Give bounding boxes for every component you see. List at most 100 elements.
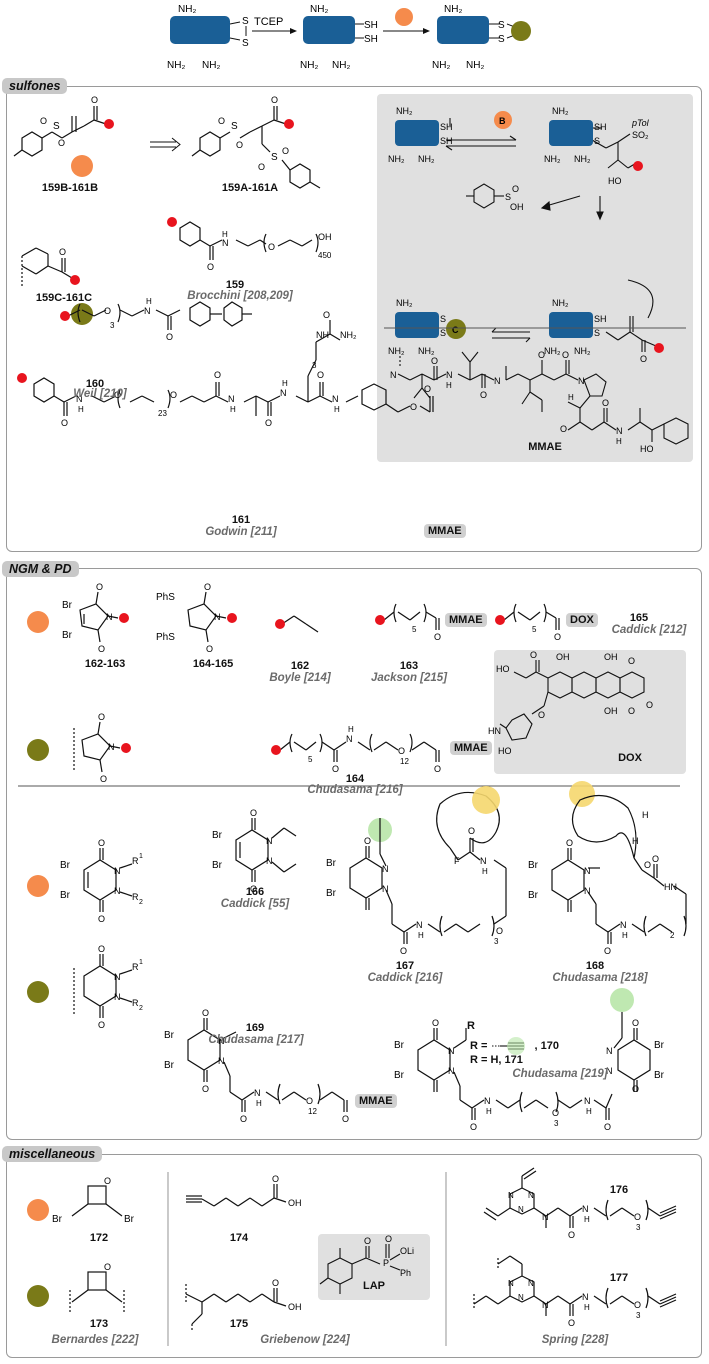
compound-label-162-163: 162-163: [84, 658, 126, 670]
svg-text:Br: Br: [164, 1060, 175, 1071]
compound-label-167: 167: [395, 960, 415, 972]
svg-text:1: 1: [139, 853, 143, 860]
svg-text:O: O: [323, 310, 330, 320]
svg-text:N: N: [106, 612, 113, 622]
svg-text:O: O: [568, 1318, 575, 1328]
reference-166: Caddick [55]: [220, 898, 290, 910]
svg-text:N: N: [144, 306, 151, 316]
svg-text:HN: HN: [488, 726, 501, 736]
svg-text:Br: Br: [124, 1214, 135, 1225]
svg-text:N: N: [390, 370, 397, 380]
svg-text:O: O: [431, 356, 438, 366]
svg-text:O: O: [512, 184, 519, 194]
svg-text:H: H: [418, 931, 424, 940]
svg-text:O: O: [59, 247, 66, 257]
dox-box: [494, 650, 686, 774]
dox-label: DOX: [618, 752, 642, 764]
svg-text:O: O: [218, 116, 225, 126]
ngm-pd-section: [6, 568, 702, 1140]
svg-text:O: O: [480, 390, 487, 400]
svg-text:N: N: [114, 992, 121, 1002]
svg-text:450: 450: [318, 251, 332, 260]
svg-text:S: S: [505, 192, 511, 202]
svg-text:N: N: [494, 376, 501, 386]
mmae-tag: MMAE: [355, 1094, 397, 1108]
svg-text:2: 2: [139, 1005, 143, 1012]
svg-text:NH₂: NH₂: [432, 60, 450, 71]
svg-text:12: 12: [308, 1107, 317, 1116]
svg-text:O: O: [538, 710, 545, 720]
svg-text:OH: OH: [510, 202, 524, 212]
svg-text:O: O: [272, 1278, 279, 1288]
svg-text:Br: Br: [326, 858, 337, 869]
reference-169: Chudasama [217]: [208, 1034, 304, 1046]
svg-text:N: N: [508, 1279, 514, 1288]
svg-text:O: O: [332, 764, 339, 774]
svg-text:HO: HO: [608, 176, 622, 186]
svg-text:12: 12: [400, 757, 409, 766]
svg-text:Br: Br: [164, 1030, 175, 1041]
svg-text:N: N: [606, 1046, 613, 1056]
olive-product-dot: [511, 21, 531, 41]
svg-text:N: N: [76, 394, 83, 404]
svg-text:Br: Br: [394, 1070, 405, 1081]
svg-text:S: S: [498, 34, 505, 45]
nh2-label: NH₂: [178, 4, 196, 15]
compound-label-159: 159: [225, 279, 245, 291]
svg-text:O: O: [496, 926, 503, 936]
svg-text:HO: HO: [498, 746, 512, 756]
svg-text:N: N: [542, 1212, 549, 1222]
svg-text:23: 23: [158, 409, 167, 418]
compound-label-162: 162: [290, 660, 310, 672]
compound-label-165: 165: [629, 612, 649, 624]
svg-text:Br: Br: [62, 630, 73, 641]
svg-text:O: O: [602, 398, 609, 408]
svg-text:N: N: [114, 886, 121, 896]
nh2-label: NH₂: [167, 60, 185, 71]
svg-text:1: 1: [139, 959, 143, 966]
reference-168: Chudasama [218]: [552, 972, 648, 984]
svg-text:O: O: [104, 306, 111, 316]
reference-177: Spring [228]: [541, 1334, 609, 1346]
svg-text:SH: SH: [364, 34, 378, 45]
svg-text:O: O: [317, 370, 324, 380]
svg-text:N: N: [582, 1204, 589, 1214]
reagent-tcep: TCEP: [254, 16, 283, 28]
svg-text:O: O: [652, 854, 659, 864]
svg-text:N: N: [484, 1096, 491, 1106]
svg-text:O: O: [250, 884, 257, 894]
svg-text:NH₂: NH₂: [574, 346, 591, 356]
svg-text:NH₂: NH₂: [444, 4, 462, 15]
svg-text:OH: OH: [288, 1302, 302, 1312]
svg-text:N: N: [332, 394, 339, 404]
compound-label-174: 174: [229, 1232, 249, 1244]
svg-text:O: O: [272, 1174, 279, 1184]
svg-text:H: H: [482, 867, 488, 876]
svg-text:O: O: [604, 1122, 611, 1132]
s-label: S: [242, 38, 249, 49]
svg-text:Br: Br: [60, 890, 71, 901]
svg-text:NH₂: NH₂: [332, 60, 350, 71]
svg-text:O: O: [530, 650, 537, 660]
svg-text:N: N: [508, 1191, 514, 1200]
svg-text:H: H: [642, 810, 649, 820]
svg-text:N: N: [584, 886, 591, 896]
svg-text:N: N: [382, 864, 389, 874]
svg-text:O: O: [628, 706, 635, 716]
compound-label-159a-161a: 159A-161A: [221, 182, 279, 194]
svg-text:N: N: [218, 1056, 225, 1066]
svg-text:NH₂: NH₂: [552, 298, 569, 308]
svg-text:Br: Br: [654, 1070, 665, 1081]
reference-160: Weil [210]: [73, 388, 127, 400]
svg-text:NH₂: NH₂: [418, 346, 435, 356]
compound-label-169: 169: [245, 1022, 265, 1034]
svg-text:NH₂: NH₂: [388, 346, 405, 356]
svg-text:O: O: [98, 1020, 105, 1030]
reference-163: Jackson [215]: [370, 672, 448, 684]
svg-text:O: O: [236, 140, 243, 150]
svg-text:O: O: [104, 1262, 111, 1272]
svg-text:O: O: [40, 116, 47, 126]
protein-block: [437, 16, 489, 44]
